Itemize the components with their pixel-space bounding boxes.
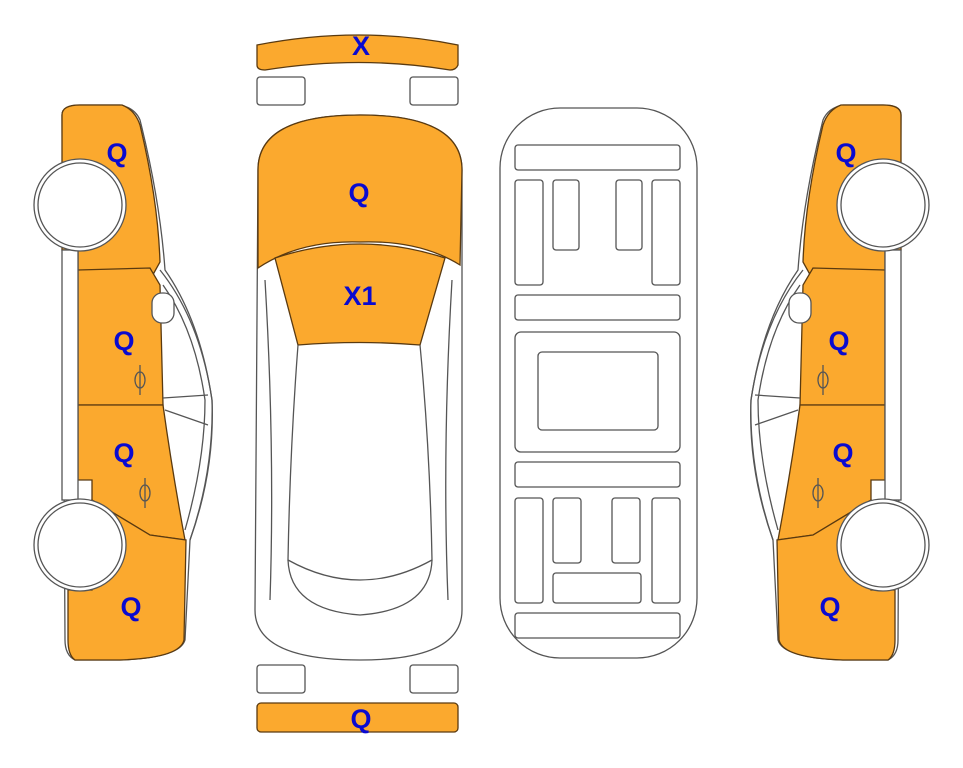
taillight-right	[409, 664, 459, 694]
label-left-rear-door: Q	[113, 438, 134, 468]
label-right-front-fender: Q	[835, 138, 856, 168]
left-side-view	[33, 104, 213, 661]
panel-rear-bumper[interactable]	[256, 702, 459, 733]
label-front-bumper: X	[352, 31, 370, 61]
underside-view	[499, 107, 698, 659]
panel-windshield[interactable]	[274, 243, 446, 346]
label-left-rear-quarter: Q	[120, 592, 141, 622]
label-hood: Q	[348, 178, 369, 208]
headlight-left	[256, 76, 306, 106]
label-right-rear-door: Q	[832, 438, 853, 468]
label-left-front-fender: Q	[106, 138, 127, 168]
label-right-front-door: Q	[828, 326, 849, 356]
side-mirror	[151, 292, 175, 324]
label-left-front-door: Q	[113, 326, 134, 356]
panel-front-bumper[interactable]	[256, 34, 459, 71]
label-rear-bumper: Q	[350, 704, 371, 734]
panel-hood[interactable]	[257, 114, 463, 270]
right-side-view	[750, 104, 930, 661]
headlight-right	[409, 76, 459, 106]
label-right-rear-quarter: Q	[819, 592, 840, 622]
taillight-left	[256, 664, 306, 694]
label-windshield: X1	[343, 281, 376, 311]
sill	[61, 249, 79, 501]
top-view	[254, 34, 463, 733]
